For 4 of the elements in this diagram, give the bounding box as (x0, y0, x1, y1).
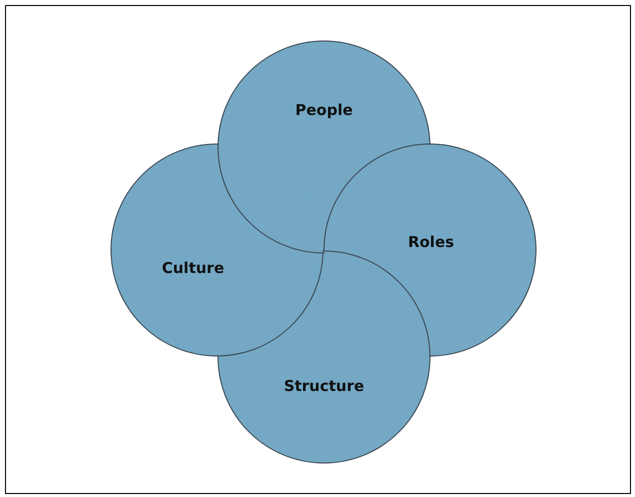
circle-label: Roles (408, 233, 454, 251)
circle-label: Structure (284, 377, 364, 395)
circle-label: Culture (162, 259, 224, 277)
circle-label: People (295, 101, 353, 119)
